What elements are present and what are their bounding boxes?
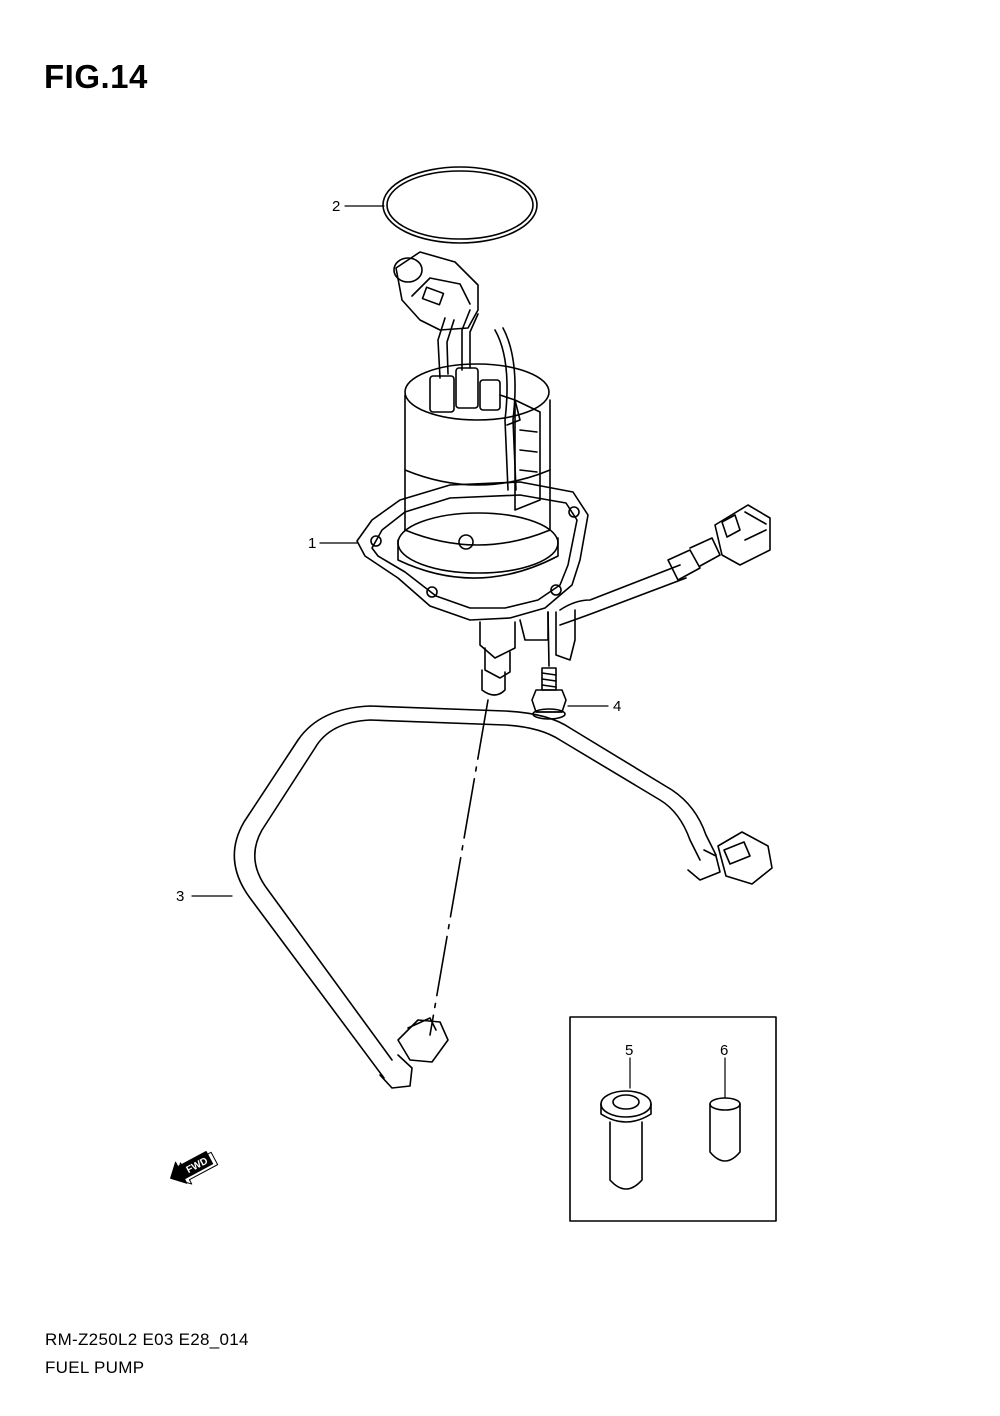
cap-drawing xyxy=(709,1097,741,1162)
fwd-label: FWD xyxy=(185,1156,210,1176)
o-ring-drawing xyxy=(382,166,538,244)
figure-name: FUEL PUMP xyxy=(45,1358,145,1377)
alignment-lines xyxy=(429,611,550,1036)
fuel-pump-drawing xyxy=(356,251,771,696)
callout-4: 4 xyxy=(613,698,621,715)
fuel-hose-drawing xyxy=(233,705,773,1089)
connector-drawing xyxy=(600,1090,652,1190)
callout-3: 3 xyxy=(176,888,184,905)
leader-lines xyxy=(191,205,726,1099)
fwd-arrow-icon: FWD xyxy=(170,1150,219,1185)
figure-title: FIG.14 xyxy=(44,58,148,95)
callout-1: 1 xyxy=(308,535,316,552)
callout-5: 5 xyxy=(625,1042,633,1059)
inset-box xyxy=(569,1016,777,1222)
model-code: RM-Z250L2 E03 E28_014 xyxy=(45,1330,249,1349)
callout-2: 2 xyxy=(332,198,340,215)
callout-6: 6 xyxy=(720,1042,728,1059)
bolt-drawing xyxy=(531,667,567,720)
